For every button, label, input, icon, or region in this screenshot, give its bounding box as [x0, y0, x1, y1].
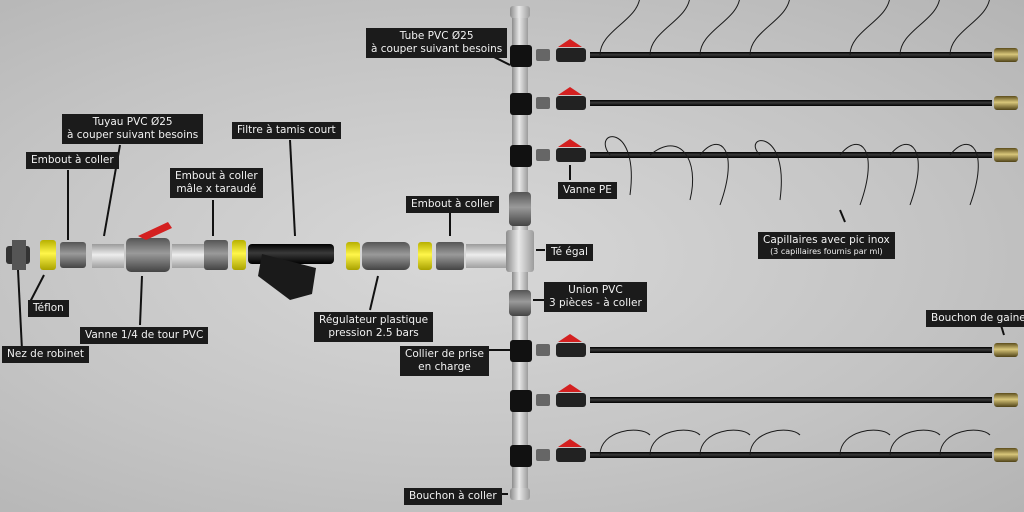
embout-coller-right-label: Embout à coller — [406, 196, 499, 213]
nez-robinet-label: Nez de robinet — [2, 346, 89, 363]
branch-4 — [510, 334, 1018, 362]
branch-5 — [510, 384, 1018, 412]
te-egal-label: Té égal — [546, 244, 593, 261]
filtre-part — [248, 244, 334, 300]
te-egal-part — [506, 230, 534, 272]
vanne-quart-label: Vanne 1/4 de tour PVC — [80, 327, 209, 344]
capillaries — [599, 0, 991, 456]
branch-3 — [510, 139, 1018, 167]
regulateur-part — [362, 242, 410, 270]
embout-male-label: Embout à coller mâle x taraudé — [170, 168, 263, 198]
bouchon-gaine-label: Bouchon de gaine — [926, 310, 1024, 327]
branch-lines — [510, 39, 1018, 467]
tube-pvc-label: Tube PVC Ø25 à couper suivant besoins — [366, 28, 508, 58]
vanne-quart-body — [126, 238, 170, 272]
capillaires-title: Capillaires avec pic inox — [763, 234, 890, 246]
vanne-pe-label: Vanne PE — [558, 182, 617, 199]
bouchon-coller-label: Bouchon à coller — [404, 488, 502, 505]
branch-6 — [510, 439, 1018, 467]
tuyau-pvc-segment — [92, 244, 124, 268]
feed-line — [6, 222, 506, 300]
capillaires-label: Capillaires avec pic inox (3 capillaires… — [758, 232, 895, 259]
tuyau-pvc-label: Tuyau PVC Ø25 à couper suivant besoins — [62, 114, 204, 144]
collier-label: Collier de prise en charge — [400, 346, 489, 376]
bouchon-coller-part — [510, 488, 530, 500]
union-pvc-part — [509, 192, 531, 316]
embout-coller-part — [60, 242, 86, 268]
branch-2 — [510, 87, 1018, 115]
capillaires-subtitle: (3 capillaires fournis par ml) — [770, 247, 883, 256]
embout-male-part — [204, 240, 228, 270]
union-pvc-label: Union PVC 3 pièces - à coller — [544, 282, 647, 312]
regulateur-label: Régulateur plastique pression 2.5 bars — [314, 312, 434, 342]
filtre-label: Filtre à tamis court — [232, 122, 341, 139]
leader-lines — [17, 44, 1005, 495]
vanne-quart-handle — [138, 222, 172, 240]
manifold-top-cap — [510, 6, 530, 18]
teflon-label: Téflon — [28, 300, 69, 317]
embout-coller-left-label: Embout à coller — [26, 152, 119, 169]
teflon-part — [40, 240, 56, 270]
branch-1 — [510, 39, 1018, 67]
